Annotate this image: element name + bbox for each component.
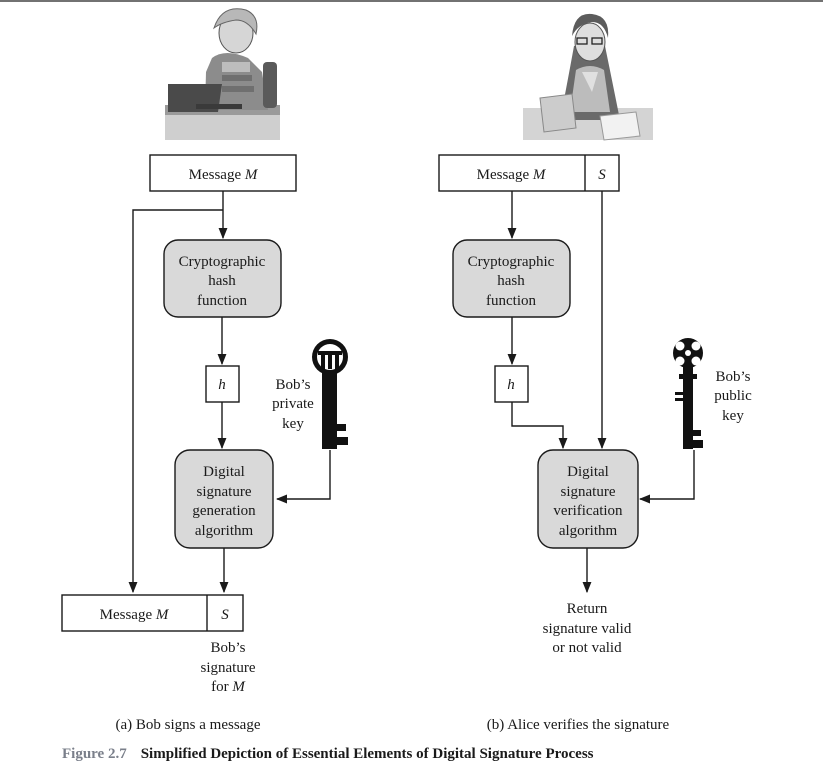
svg-text:private: private	[272, 396, 314, 412]
svg-text:Message M: Message M	[189, 167, 259, 183]
svg-text:Cryptographic: Cryptographic	[468, 254, 555, 270]
h-box-left: h	[205, 365, 240, 403]
message-box-left: Message M	[149, 154, 297, 192]
figure-number: Figure 2.7	[62, 746, 127, 762]
svg-text:function: function	[486, 293, 536, 309]
signature-caption: Bob’s signature for M	[201, 640, 256, 695]
signature-generation-box: Digital signature generation algorithm	[174, 449, 274, 549]
svg-text:key: key	[722, 408, 744, 424]
svg-text:S: S	[598, 167, 606, 183]
svg-text:signature: signature	[201, 660, 256, 676]
svg-text:h: h	[507, 377, 515, 393]
private-key-label: Bob’s private key	[272, 377, 314, 432]
h-box-right: h	[494, 365, 529, 403]
svg-text:for M: for M	[211, 679, 246, 695]
svg-text:algorithm: algorithm	[559, 523, 618, 539]
svg-text:Digital: Digital	[567, 464, 609, 480]
signed-message-box: Message M S	[61, 594, 244, 632]
private-key-icon	[312, 339, 348, 449]
svg-text:Message M: Message M	[100, 607, 170, 623]
svg-text:hash: hash	[208, 273, 236, 289]
arrow-message-to-output-left	[128, 209, 223, 594]
svg-text:signature valid: signature valid	[543, 621, 632, 637]
message-box-right: Message M S	[438, 154, 620, 192]
hash-function-box-right: Cryptographic hash function	[452, 239, 571, 318]
arrow-private-key-to-algorithm	[275, 450, 331, 504]
svg-text:algorithm: algorithm	[195, 523, 254, 539]
signature-verification-box: Digital signature verification algorithm	[537, 449, 639, 549]
svg-text:S: S	[221, 607, 229, 623]
svg-text:Bob’s: Bob’s	[275, 377, 310, 393]
bob-illustration	[165, 8, 280, 140]
svg-text:Message M: Message M	[477, 167, 547, 183]
subcaption-right: (b) Alice verifies the signature	[487, 717, 670, 733]
svg-text:Bob’s: Bob’s	[715, 369, 750, 385]
subcaption-left: (a) Bob signs a message	[116, 717, 261, 733]
svg-text:function: function	[197, 293, 247, 309]
svg-text:Cryptographic: Cryptographic	[179, 254, 266, 270]
svg-text:verification: verification	[553, 503, 623, 519]
svg-text:or not valid: or not valid	[552, 640, 622, 656]
public-key-icon	[673, 338, 703, 449]
svg-text:h: h	[218, 377, 226, 393]
alice-illustration	[523, 13, 653, 141]
svg-text:key: key	[282, 416, 304, 432]
svg-text:generation: generation	[192, 503, 256, 519]
public-key-label: Bob’s public key	[714, 369, 752, 424]
svg-text:Bob’s: Bob’s	[210, 640, 245, 656]
arrow-h-to-verification	[511, 402, 568, 450]
hash-function-box-left: Cryptographic hash function	[163, 239, 282, 318]
verification-result: Return signature valid or not valid	[543, 601, 632, 656]
svg-text:Digital: Digital	[203, 464, 245, 480]
svg-text:signature: signature	[197, 484, 252, 500]
svg-text:hash: hash	[497, 273, 525, 289]
svg-text:public: public	[714, 388, 752, 404]
svg-text:signature: signature	[561, 484, 616, 500]
figure-title: Simplified Depiction of Essential Elemen…	[140, 746, 594, 762]
arrow-public-key-to-algorithm	[638, 450, 695, 504]
figure-caption: Figure 2.7 Simplified Depiction of Essent…	[62, 746, 594, 763]
svg-text:Return: Return	[567, 601, 608, 617]
